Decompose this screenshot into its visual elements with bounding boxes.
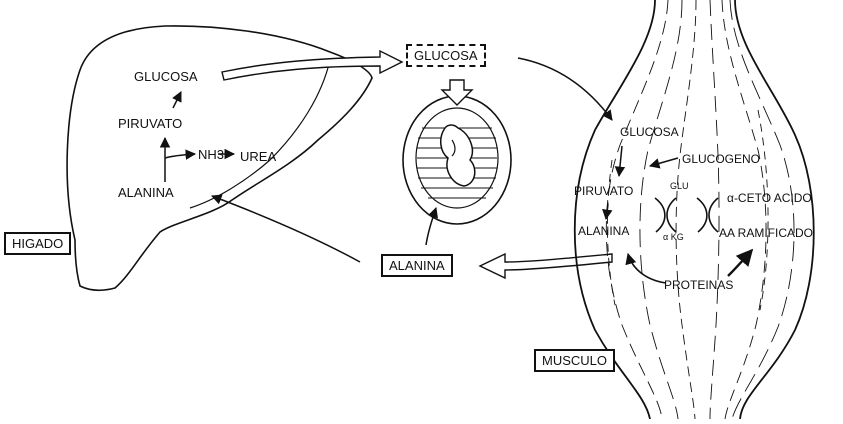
arrow-piruvato-to-glucosa xyxy=(173,92,181,108)
piruvato-liver-label: PIRUVATO xyxy=(118,117,182,130)
nh3-label: NH3 xyxy=(198,148,224,161)
transamination-curve-left-b xyxy=(667,198,676,232)
piruvato-muscle-label: PIRUVATO xyxy=(574,185,633,197)
arrow-glucosa-to-muscle xyxy=(518,58,612,120)
arrow-proteinas-to-alanina xyxy=(628,254,666,283)
glucosa-blood-label: GLUCOSA xyxy=(406,44,486,67)
liver-lobe-line xyxy=(190,60,330,208)
proteinas-label: PROTEINAS xyxy=(664,279,733,291)
alanina-muscle-label: ALANINA xyxy=(578,225,629,237)
aa-ramificado-label: AA RAMIFICADO xyxy=(719,227,813,239)
transamination-curve-right-a xyxy=(697,198,707,232)
higado-label: HIGADO xyxy=(4,232,71,255)
transamination-curve-right-b xyxy=(709,198,718,232)
alanina-blood-label: ALANINA xyxy=(381,254,453,277)
alanina-liver-label: ALANINA xyxy=(118,186,174,199)
arrow-proteinas-to-aa xyxy=(728,250,752,276)
transamination-curve-left-a xyxy=(655,198,665,232)
glu-label: GLU xyxy=(670,182,689,191)
glucosa-liver-label: GLUCOSA xyxy=(134,70,198,83)
hollow-arrow-alanina-out xyxy=(480,254,612,278)
double-arrow-glucosa-out xyxy=(222,51,402,80)
glucosa-muscle-label: GLUCOSA xyxy=(620,126,679,138)
urea-label: UREA xyxy=(240,150,276,163)
musculo-label: MUSCULO xyxy=(534,349,615,372)
glucogeno-label: GLUCOGENO xyxy=(682,153,760,165)
arrow-to-nh3 xyxy=(165,154,195,158)
ceto-acido-label: α-CETO ACIDO xyxy=(727,192,812,204)
arrow-glucogeno-to-pathway xyxy=(650,158,678,166)
arrow-alanina-to-liver xyxy=(212,196,360,262)
arrow-glucosa-to-piruvato xyxy=(619,146,622,176)
akg-label: α KG xyxy=(663,233,684,242)
